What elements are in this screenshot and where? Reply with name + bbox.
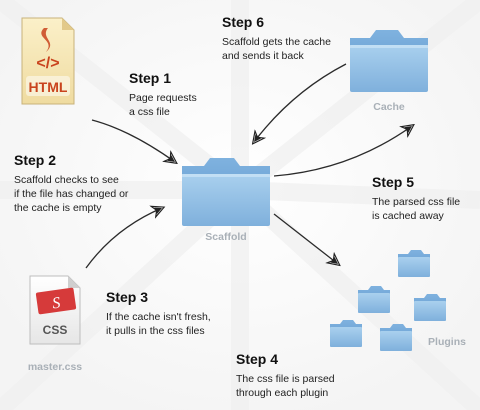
arrow-step-3: [85, 208, 162, 269]
step-2-line-3: the cache is empty: [14, 202, 102, 214]
step-5-line-2: is cached away: [372, 210, 445, 222]
html-badge-label: HTML: [29, 79, 68, 95]
flow-arrows: [85, 63, 412, 269]
step-4-line-2: through each plugin: [236, 387, 328, 399]
step-2-annotation: Step 2 Scaffold checks to see if the fil…: [14, 152, 129, 214]
step-2-line-2: if the file has changed or: [14, 188, 129, 200]
css-file-icon: S CSS: [29, 275, 81, 345]
step-3-line-2: it pulls in the css files: [106, 325, 205, 337]
css-symbol: S: [51, 295, 61, 313]
html-symbol: </>: [36, 55, 59, 72]
css-badge-label: CSS: [43, 323, 68, 337]
step-3-annotation: Step 3 If the cache isn't fresh, it pull…: [106, 289, 211, 337]
arrow-step-5: [273, 126, 412, 177]
plugins-label: Plugins: [428, 336, 466, 348]
html-file-icon: </> HTML: [21, 17, 75, 105]
step-6-title: Step 6: [222, 14, 264, 30]
plugin-folder-icon: [330, 320, 362, 347]
plugin-folder-icon: [398, 250, 430, 277]
step-5-annotation: Step 5 The parsed css file is cached awa…: [372, 174, 460, 222]
step-4-title: Step 4: [236, 351, 278, 367]
step-2-line-1: Scaffold checks to see: [14, 174, 119, 186]
arrow-step-1: [91, 119, 175, 162]
step-4-line-1: The css file is parsed: [236, 373, 335, 385]
step-3-title: Step 3: [106, 289, 148, 305]
step-3-line-1: If the cache isn't fresh,: [106, 311, 211, 323]
plugin-folders: [330, 250, 446, 351]
cache-folder-icon: [350, 30, 428, 92]
arrow-step-4: [273, 213, 338, 264]
step-6-line-1: Scaffold gets the cache: [222, 36, 331, 48]
plugin-folder-icon: [358, 286, 390, 313]
step-1-annotation: Step 1 Page requests a css file: [129, 70, 197, 118]
scaffold-folder-icon: [182, 158, 270, 226]
step-1-title: Step 1: [129, 70, 171, 86]
step-5-title: Step 5: [372, 174, 414, 190]
scaffold-label: Scaffold: [205, 231, 246, 243]
step-6-line-2: and sends it back: [222, 50, 304, 62]
master-css-label: master.css: [28, 361, 82, 373]
plugin-folder-icon: [380, 324, 412, 351]
plugin-folder-icon: [414, 294, 446, 321]
step-5-line-1: The parsed css file: [372, 196, 460, 208]
arrow-step-6: [254, 63, 347, 142]
step-6-annotation: Step 6 Scaffold gets the cache and sends…: [222, 14, 331, 62]
step-1-line-1: Page requests: [129, 92, 197, 104]
css-badge: [35, 287, 77, 315]
step-4-annotation: Step 4 The css file is parsed through ea…: [236, 351, 335, 399]
cache-label: Cache: [373, 101, 405, 113]
step-1-line-2: a css file: [129, 106, 170, 118]
step-2-title: Step 2: [14, 152, 56, 168]
